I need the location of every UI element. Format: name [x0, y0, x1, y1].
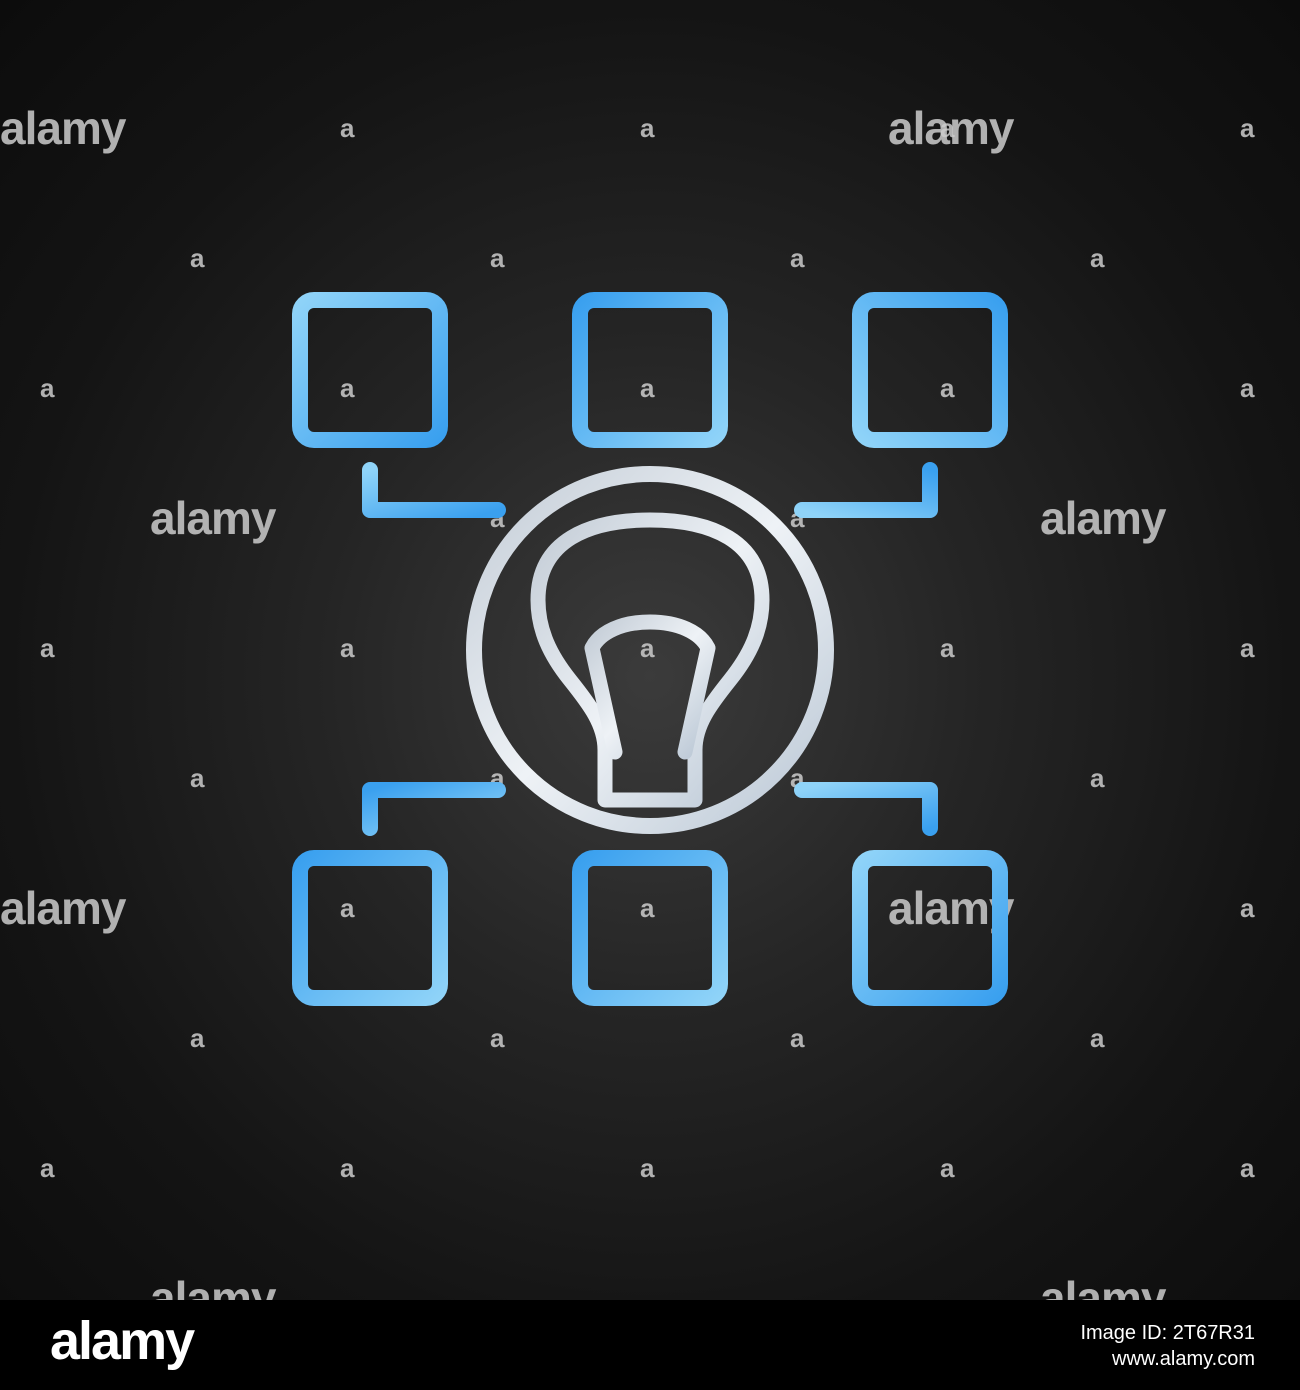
square-node-bottom-center: [572, 850, 728, 1006]
footer-logo: alamy: [50, 1311, 195, 1371]
circle-frame: [466, 466, 834, 834]
square-node-top-left: [292, 292, 448, 448]
footer-image-info: Image ID: 2T67R31 www.alamy.com: [1080, 1320, 1255, 1372]
connector-line-bottom-left: [362, 782, 506, 836]
square-node-top-center: [572, 292, 728, 448]
square-node-top-right: [852, 292, 1008, 448]
square-node-bottom-left: [292, 850, 448, 1006]
idea-diagram-icon: [292, 292, 1008, 1006]
site-url: www.alamy.com: [1112, 1348, 1255, 1370]
connector-line-bottom-right: [794, 782, 938, 836]
connector-line-top-left: [362, 462, 506, 518]
square-node-bottom-right: [852, 850, 1008, 1006]
lightbulb-icon: [530, 512, 770, 808]
connector-line-top-right: [794, 462, 938, 518]
stock-footer: alamy Image ID: 2T67R31 www.alamy.com: [0, 1300, 1300, 1390]
image-id-label: Image ID: 2T67R31: [1080, 1322, 1255, 1344]
